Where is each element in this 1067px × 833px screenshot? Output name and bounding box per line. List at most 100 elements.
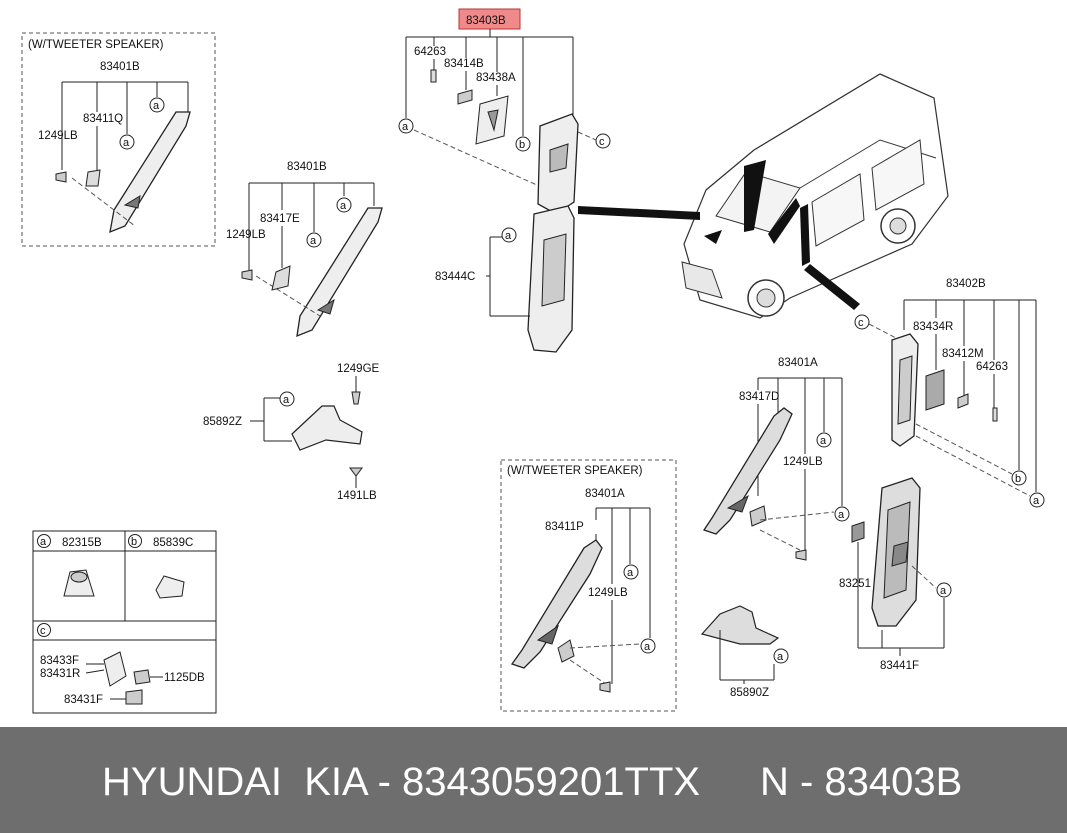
marker-a: a <box>123 137 130 149</box>
marker-a: a <box>505 230 512 242</box>
part-83414b-label[interactable]: 83414B <box>444 58 484 70</box>
legend-c-part3[interactable]: 1125DB <box>164 672 205 684</box>
marker-a: a <box>340 200 347 212</box>
screw-1249lb-mid-label[interactable]: 1249LB <box>783 456 823 468</box>
tweeter-group-right: (W/TWEETER SPEAKER) 83401A 83411P 1249LB… <box>500 459 677 712</box>
assy-83401b-label[interactable]: 83401B <box>287 161 327 173</box>
screw-part <box>241 269 253 281</box>
legend-a-part[interactable]: 82315B <box>62 537 102 549</box>
bracket-85892z <box>291 405 363 451</box>
marker-b: b <box>519 139 525 151</box>
part-1491lb-label[interactable]: 1491LB <box>337 490 377 502</box>
marker-a: a <box>838 509 845 521</box>
clip-1491lb <box>349 467 363 477</box>
part-83444c-label[interactable]: 83444C <box>435 271 475 283</box>
part-83434r-piece <box>925 369 945 411</box>
a-pillar-trim-mid <box>296 207 383 338</box>
bracket-group-85890z: a 85890Z <box>700 605 789 699</box>
marker-a: a <box>402 121 409 133</box>
main-part-label[interactable]: 83403B <box>466 15 506 27</box>
marker-a: a <box>153 100 160 112</box>
marker-c: c <box>599 136 605 148</box>
marker-b: b <box>131 536 137 548</box>
part-83438a-label[interactable]: 83438A <box>476 72 516 84</box>
legend-table: a 82315B b 85839C c 83433F 83431R 1125DB… <box>32 530 217 714</box>
legend-b-part[interactable]: 85839C <box>153 537 193 549</box>
clip-part <box>85 169 101 187</box>
marker-a: a <box>820 435 827 447</box>
legend-c-part2[interactable]: 83431R <box>40 668 80 680</box>
bolt-1125db <box>133 669 151 685</box>
leader-arrow-upper <box>578 206 700 220</box>
leader-arrow-lower <box>804 264 860 310</box>
marker-a: a <box>940 585 947 597</box>
marker-a: a <box>310 235 317 247</box>
box2-clip-label[interactable]: 83411P <box>545 521 584 533</box>
screw-1249ge <box>351 391 361 405</box>
trim-clip-83411p <box>557 639 575 663</box>
part-85890z-label[interactable]: 85890Z <box>730 687 769 699</box>
screw-part <box>795 549 807 561</box>
bracket-group-85892z: 1249GE 85892Z a 1491LB <box>203 363 380 502</box>
marker-a: a <box>777 651 784 663</box>
pillar-group-83403b: 83403B 64263 83414B 83438A a b c 8344 <box>398 8 611 353</box>
marker-a: a <box>627 567 634 579</box>
part-64263-right-label[interactable]: 64263 <box>976 361 1008 373</box>
screw-part <box>599 681 611 693</box>
pillar-group-83401b: 83401B 83417E 1249LB a a <box>226 161 383 338</box>
dashed-box-2 <box>500 459 677 712</box>
part-83401a-label[interactable]: 83401A <box>778 357 818 369</box>
part-64263-clip <box>430 69 437 83</box>
box2-screw-label[interactable]: 1249LB <box>588 587 628 599</box>
tweeter-group-left: (W/TWEETER SPEAKER) 83401B 83411Q 1249LB… <box>21 32 216 247</box>
bracket-85890z <box>700 605 780 645</box>
marker-a: a <box>1033 495 1040 507</box>
part-83434r-label[interactable]: 83434R <box>913 321 953 333</box>
legend-c-part4[interactable]: 83431F <box>64 694 103 706</box>
marker-b: b <box>1015 473 1021 485</box>
marker-a: a <box>644 641 651 653</box>
part-number-banner: HYUNDAI KIA - 8343059201TTX N - 83403B <box>0 727 1067 833</box>
part-83441f-label[interactable]: 83441F <box>880 660 919 672</box>
part-83402b-label[interactable]: 83402B <box>946 278 986 290</box>
box2-title: (W/TWEETER SPEAKER) <box>507 465 643 477</box>
footer-ref-number: N - 83403B <box>760 760 963 804</box>
bracket-83433f <box>103 651 127 687</box>
bracket-85839c <box>155 575 185 599</box>
box2-assy-label[interactable]: 83401A <box>585 488 625 500</box>
a-pillar-trim-tweeter <box>510 539 603 669</box>
pillar-group-83402b: 83402B 83434R 83412M 64263 c b a <box>854 278 1045 508</box>
part-85892z-label[interactable]: 85892Z <box>203 416 242 428</box>
part-83412m-label[interactable]: 83412M <box>942 348 984 360</box>
part-64263-top-label[interactable]: 64263 <box>414 46 446 58</box>
part-1249ge-label[interactable]: 1249GE <box>337 363 380 375</box>
marker-c: c <box>40 625 46 637</box>
van-illustration <box>681 73 949 319</box>
part-83417d-label[interactable]: 83417D <box>739 391 779 403</box>
part-83412m-piece <box>957 393 969 409</box>
marker-a: a <box>283 394 290 406</box>
part-64263-clip-right <box>992 407 998 422</box>
clip-83431f <box>125 689 143 705</box>
pillar-group-83441f: 83251 a 83441F <box>839 477 952 672</box>
box1-assy-label[interactable]: 83401B <box>100 61 140 73</box>
screw-part <box>55 171 67 183</box>
part-83414b-clip <box>457 89 473 105</box>
part-83251-label[interactable]: 83251 <box>839 578 871 590</box>
box1-title: (W/TWEETER SPEAKER) <box>28 39 164 51</box>
a-pillar-trim-right <box>702 407 793 535</box>
box1-clip-label[interactable]: 83411Q <box>83 113 123 125</box>
marker-c: c <box>858 317 864 329</box>
footer-brand-part: HYUNDAI KIA - 8343059201TTX <box>102 760 701 804</box>
box1-screw-label[interactable]: 1249LB <box>38 130 78 142</box>
pillar-group-83401a: 83401A 83417D 1249LB a a <box>702 357 850 561</box>
a-pillar-trim-left <box>109 111 191 234</box>
marker-a: a <box>40 536 47 548</box>
trim-clip-83417d <box>749 505 767 527</box>
trim-clip-83417e <box>271 265 291 291</box>
parts-diagram: (W/TWEETER SPEAKER) 83401B 83411Q 1249LB… <box>21 8 1045 714</box>
part-83251-piece <box>851 521 865 543</box>
screw-1249lb-label[interactable]: 1249LB <box>226 229 266 241</box>
part-83417e-label[interactable]: 83417E <box>260 213 300 225</box>
legend-c-part1[interactable]: 83433F <box>40 655 79 667</box>
